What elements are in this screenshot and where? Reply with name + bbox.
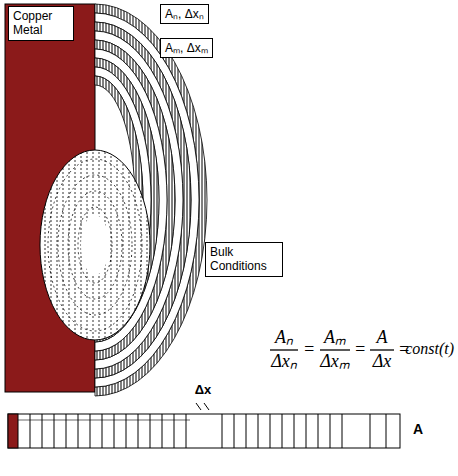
strip-slice <box>370 414 371 448</box>
strip-slice <box>246 414 247 448</box>
dimension-label: Δx <box>195 383 212 397</box>
strip-slice <box>342 414 343 448</box>
strip-slice <box>306 414 307 448</box>
strip-slice <box>294 414 295 448</box>
strip-slice <box>270 414 271 448</box>
box-text: Aₙ, Δxₙ <box>165 7 204 21</box>
dimension-label: A <box>413 422 423 437</box>
strip-slice <box>138 414 139 448</box>
strip-slice <box>386 414 387 448</box>
break-marks <box>196 403 209 410</box>
inner-region <box>40 150 150 340</box>
strip-copper <box>8 414 18 448</box>
inner-ring <box>58 175 132 315</box>
strip-slice <box>186 414 187 448</box>
inner-core <box>81 215 109 275</box>
strip-slice <box>234 414 235 448</box>
formula-term: Δxₘ <box>320 352 350 372</box>
formula-term: = <box>303 340 315 360</box>
strip-slice <box>222 414 223 448</box>
strip-slice <box>102 414 103 448</box>
inner-ring <box>68 191 122 299</box>
strip-slice <box>174 414 175 448</box>
strip-slice <box>162 414 163 448</box>
strip-edge <box>18 420 190 421</box>
formula-term: Δxₙ <box>271 352 297 372</box>
box-text: Aₘ, Δxₘ <box>165 41 208 55</box>
strip-slice <box>330 414 331 448</box>
strip-slice <box>114 414 115 448</box>
text-box: Aₙ, Δxₙ <box>160 4 209 24</box>
strip-slice <box>150 414 151 448</box>
formula-term: Δx <box>373 352 392 372</box>
text-box: Bulk Conditions <box>205 242 283 277</box>
formula-term: const(t) <box>405 340 454 358</box>
strip-slice <box>42 414 43 448</box>
formula-term: A <box>377 328 388 348</box>
formula-term: Aₙ <box>275 328 293 348</box>
text-box: Copper Metal <box>8 6 74 41</box>
strip-slice <box>126 414 127 448</box>
formula-term: Aₘ <box>324 328 346 348</box>
strip-outline <box>8 414 400 448</box>
strip-slice <box>282 414 283 448</box>
inner-ring <box>78 207 112 283</box>
strip-slice <box>66 414 67 448</box>
inner-ellipse <box>40 150 150 340</box>
box-text: Bulk Conditions <box>210 245 278 274</box>
strip-slice <box>30 414 31 448</box>
strip-slice <box>54 414 55 448</box>
fraction-bars <box>270 349 394 350</box>
strip-slice <box>258 414 259 448</box>
strip-slice <box>90 414 91 448</box>
slab-strip <box>8 414 400 448</box>
strip-slice <box>318 414 319 448</box>
text-box: Aₘ, Δxₘ <box>160 38 213 58</box>
formula-term: = <box>354 340 366 360</box>
box-text: Copper Metal <box>13 9 69 38</box>
strip-slice <box>78 414 79 448</box>
inner-ring <box>48 159 142 331</box>
